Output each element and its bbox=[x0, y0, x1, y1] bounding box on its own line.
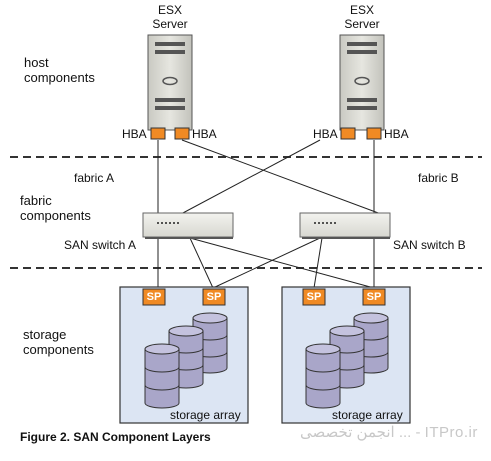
storage-array-label-a: storage array bbox=[170, 408, 241, 422]
database-icon bbox=[144, 343, 180, 409]
server-label-b: ESX Server bbox=[344, 3, 380, 31]
sp-label: SP bbox=[366, 291, 382, 303]
watermark-text: انجمن تخصصی ... - ITPro.ir bbox=[300, 424, 478, 441]
hba-icon bbox=[340, 127, 356, 140]
switch-label-b: SAN switch B bbox=[393, 238, 466, 252]
hba-label: HBA bbox=[384, 127, 409, 141]
storage-array-b bbox=[281, 286, 411, 424]
hba-label: HBA bbox=[313, 127, 338, 141]
hba-icon bbox=[366, 127, 382, 140]
storage-array-a bbox=[119, 286, 249, 424]
san-switch-b bbox=[299, 212, 391, 239]
hba-label: HBA bbox=[122, 127, 147, 141]
sp-icon bbox=[362, 288, 386, 306]
switch-label-a: SAN switch A bbox=[64, 238, 137, 252]
database-icon bbox=[305, 343, 341, 409]
sp-label: SP bbox=[306, 291, 322, 303]
fabric-label-b: fabric B bbox=[418, 171, 459, 185]
storage-array-label-b: storage array bbox=[332, 408, 403, 422]
layer-label-host: host components bbox=[24, 55, 95, 85]
hba-label: HBA bbox=[192, 127, 217, 141]
layer-label-fabric: fabric components bbox=[20, 193, 91, 223]
san-switch-a bbox=[142, 212, 234, 239]
sp-icon bbox=[142, 288, 166, 306]
hba-icon bbox=[150, 127, 166, 140]
layer-label-storage: storage components bbox=[23, 327, 94, 357]
fabric-connections bbox=[157, 139, 382, 289]
esx-server-b bbox=[339, 34, 385, 140]
sp-icon bbox=[302, 288, 326, 306]
sp-label: SP bbox=[206, 291, 222, 303]
server-label-a: ESX Server bbox=[152, 3, 188, 31]
esx-server-a bbox=[147, 34, 193, 140]
fabric-label-a: fabric A bbox=[74, 171, 115, 185]
sp-icon bbox=[202, 288, 226, 306]
sp-label: SP bbox=[146, 291, 162, 303]
hba-icon bbox=[174, 127, 190, 140]
figure-caption: Figure 2. SAN Component Layers bbox=[20, 430, 211, 444]
